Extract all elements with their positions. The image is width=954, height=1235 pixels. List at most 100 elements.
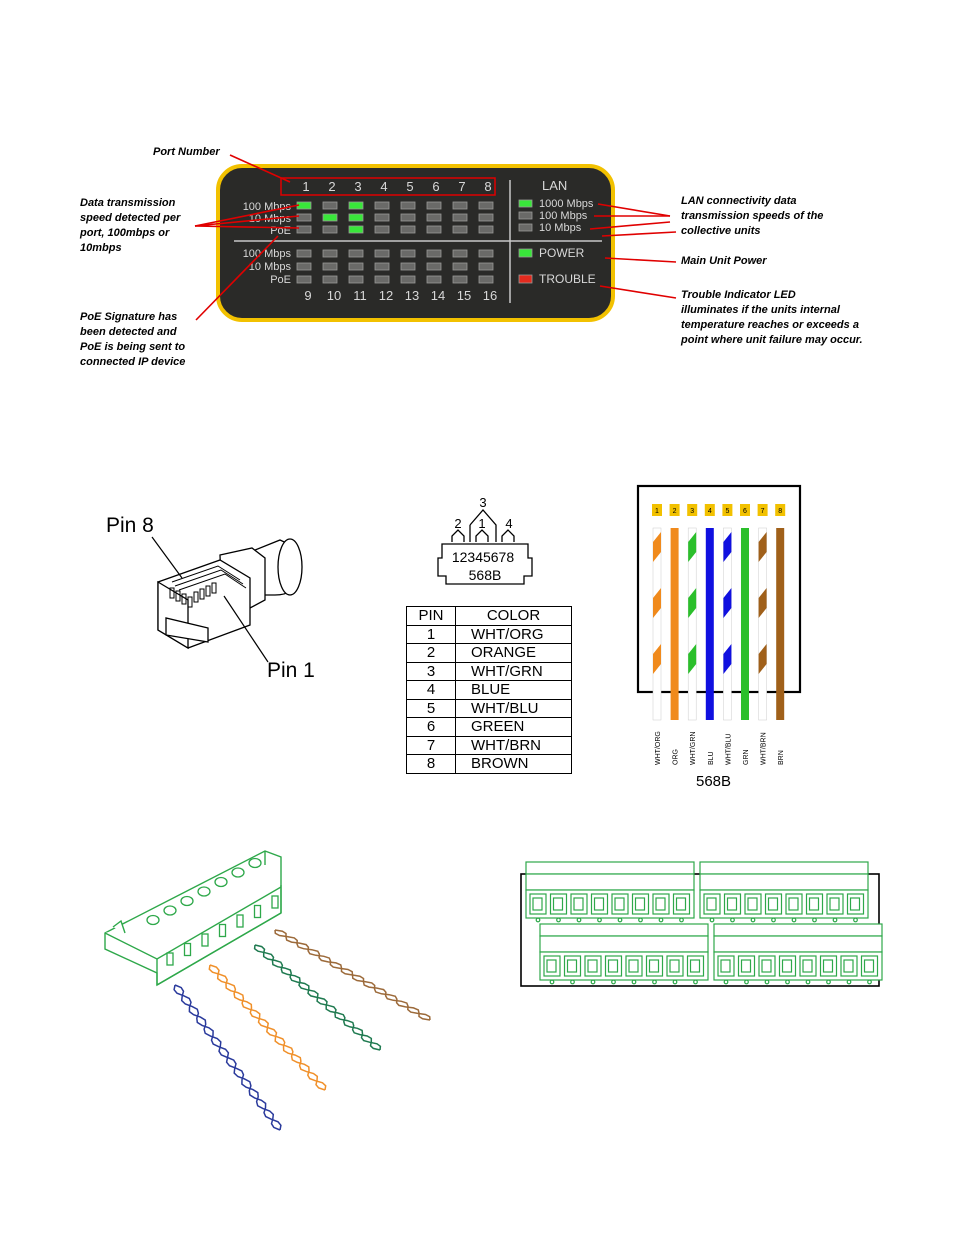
port-led xyxy=(426,225,442,234)
row-label: 10 Mbps xyxy=(249,261,292,273)
color-cell: WHT/BRN xyxy=(455,735,572,755)
port-led xyxy=(478,225,494,234)
strip-terminal-hole xyxy=(552,897,564,911)
port-led xyxy=(348,275,364,284)
panel-body xyxy=(216,164,615,322)
twisted-wire xyxy=(173,984,282,1131)
strip-block-mid xyxy=(525,873,695,891)
pin-tab xyxy=(775,504,786,516)
port-led xyxy=(426,249,442,258)
port-led xyxy=(478,249,494,258)
pin-tab xyxy=(757,504,768,516)
strip-terminal-hole xyxy=(669,959,680,973)
pair-number: 3 xyxy=(479,495,486,510)
wire-slot xyxy=(166,952,174,966)
pin-tab-number: 4 xyxy=(708,508,712,515)
wire-label: WHT/GRN xyxy=(690,732,697,765)
strip-pin xyxy=(867,979,872,985)
strip-pin xyxy=(744,979,749,985)
strip-pin xyxy=(638,917,643,923)
port-led xyxy=(452,201,468,210)
port-led xyxy=(322,225,338,234)
screw-hole xyxy=(180,895,194,907)
strip-terminal-hole xyxy=(546,959,557,973)
trouble-led xyxy=(518,274,533,284)
color-cell: GREEN xyxy=(455,717,572,737)
callout-lan-speeds: LAN connectivity data transmission speed… xyxy=(681,195,824,237)
power-label: POWER xyxy=(539,246,585,260)
pin-cell: 7 xyxy=(406,735,456,755)
strip-terminal-hole xyxy=(648,959,660,973)
strip-terminal-hole xyxy=(788,897,799,911)
port-led xyxy=(478,213,494,222)
lan-led-10 xyxy=(518,223,533,232)
wire-stripe xyxy=(653,588,661,618)
pin-tab xyxy=(687,504,698,516)
port-led xyxy=(348,262,364,271)
strip-terminal-hole xyxy=(628,959,639,973)
port-numbers-bottom: 9 10 11 12 13 14 15 16 xyxy=(304,288,497,303)
strip-pin xyxy=(549,979,555,985)
pin-tab-number: 7 xyxy=(761,508,765,515)
strip-terminal-hole xyxy=(655,897,666,911)
port-number: 10 xyxy=(327,288,341,303)
port-led xyxy=(374,249,390,258)
strip-pin xyxy=(791,917,797,923)
wire-stripe xyxy=(688,644,697,674)
port-led xyxy=(452,225,468,234)
pin-cell: 6 xyxy=(406,717,456,737)
port-led xyxy=(322,213,338,222)
callout-poe-signature: PoE Signature has been detected and PoE … xyxy=(80,311,186,368)
port-led xyxy=(348,225,364,234)
pin8-leader xyxy=(151,536,183,579)
terminal-block-drawing xyxy=(104,850,431,1131)
port-led xyxy=(348,213,364,222)
port-led xyxy=(400,275,416,284)
port-number: 5 xyxy=(406,179,413,194)
color-cell: WHT/ORG xyxy=(455,624,572,644)
pin-tab-number: 2 xyxy=(673,508,677,515)
port-led xyxy=(296,225,312,234)
wire-stripe xyxy=(688,532,697,562)
strip-block-top xyxy=(699,861,869,875)
strip-pin xyxy=(556,917,561,923)
pin-tab xyxy=(704,504,715,516)
wire-label: BLU xyxy=(708,751,715,765)
strip-pin xyxy=(805,979,811,985)
screw-hole xyxy=(214,876,228,888)
pin-cell: 4 xyxy=(406,680,456,700)
lan-led-100 xyxy=(518,211,533,220)
wire-label: GRN xyxy=(743,749,750,765)
strip-pin xyxy=(853,917,858,923)
strip-block-top xyxy=(525,861,695,875)
wire xyxy=(723,527,732,721)
port-number: 11 xyxy=(353,288,367,303)
wire-slot xyxy=(253,904,262,919)
wire-stripe xyxy=(723,532,732,562)
wiring-568b-diagram: 1WHT/ORG2ORG3WHT/GRN4BLU5WHT/BLU6GRN7WHT… xyxy=(636,484,802,765)
lan-label: 100 Mbps xyxy=(539,210,588,222)
port-led xyxy=(296,213,312,222)
wire xyxy=(687,527,697,721)
callout-line xyxy=(604,257,677,263)
strip-pin xyxy=(652,979,657,985)
twisted-pairs xyxy=(173,929,431,1131)
row-label: PoE xyxy=(270,274,291,286)
pin-cell: 5 xyxy=(406,698,456,718)
pin1-leader xyxy=(223,595,269,663)
callout-line xyxy=(194,204,300,227)
port-number: 1 xyxy=(302,179,309,194)
strip-terminal-hole xyxy=(675,897,687,911)
strip-blocks xyxy=(525,861,883,985)
port-numbers-top: 1 2 3 4 5 6 7 8 xyxy=(302,179,491,194)
strip-pin xyxy=(597,917,602,923)
port-number: 3 xyxy=(354,179,361,194)
strip-block-top xyxy=(713,923,883,937)
strip-pin xyxy=(658,917,664,923)
port-led xyxy=(322,262,338,271)
port-number: 13 xyxy=(405,288,419,303)
callout-line xyxy=(599,285,677,299)
strip-terminal-hole xyxy=(607,959,619,973)
